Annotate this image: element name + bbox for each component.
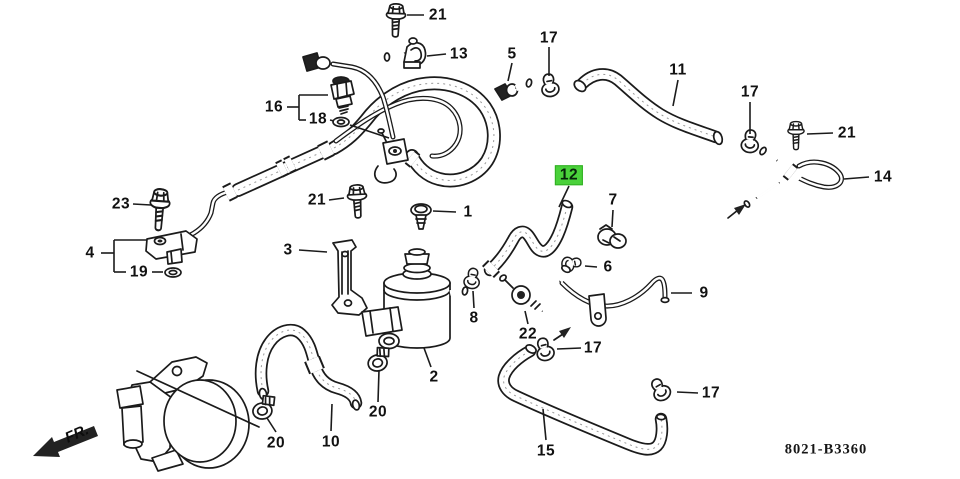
callout-21-c[interactable]: 21	[307, 191, 327, 209]
callout-21-a[interactable]: 21	[428, 6, 448, 24]
feed-hose-assembly	[176, 52, 494, 243]
callout-17-d[interactable]: 17	[701, 384, 721, 402]
hose-11	[573, 74, 724, 146]
callout-19[interactable]: 19	[129, 263, 149, 281]
callout-9[interactable]: 9	[699, 284, 709, 302]
callout-22[interactable]: 22	[518, 325, 538, 343]
joint-22	[499, 274, 544, 313]
bolt-23	[147, 187, 172, 233]
bolt-21-middle	[346, 183, 369, 220]
clamp-8	[462, 266, 483, 291]
callout-20-b[interactable]: 20	[368, 403, 388, 421]
grommet-19	[164, 267, 182, 278]
install-direction-arrow-17	[553, 327, 571, 341]
bracket-4	[145, 230, 198, 265]
leader-lines	[101, 14, 870, 441]
pipe-9	[557, 264, 670, 327]
clamp-20-left	[250, 393, 279, 422]
callout-21-b[interactable]: 21	[837, 124, 857, 142]
clamp-20-right	[364, 344, 394, 374]
reservoir-tank-2	[361, 248, 469, 350]
bracket-13	[383, 37, 427, 69]
washer-18	[332, 116, 350, 128]
callout-17-b[interactable]: 17	[740, 83, 760, 101]
clamp-17-top	[538, 71, 561, 99]
pipe-14	[743, 146, 841, 208]
fitting-5	[494, 78, 533, 101]
callout-7[interactable]: 7	[608, 191, 618, 209]
install-direction-arrow-14	[727, 204, 746, 219]
callout-16[interactable]: 16	[264, 98, 284, 116]
callout-1[interactable]: 1	[463, 203, 473, 221]
callout-5[interactable]: 5	[507, 45, 517, 63]
callout-20-a[interactable]: 20	[266, 434, 286, 452]
callout-23[interactable]: 23	[111, 195, 131, 213]
callout-14[interactable]: 14	[873, 168, 893, 186]
callout-2[interactable]: 2	[429, 368, 439, 386]
callout-17-c[interactable]: 17	[583, 339, 603, 357]
callout-6[interactable]: 6	[603, 258, 613, 276]
clamp-7	[597, 224, 627, 249]
power-steering-pump	[116, 356, 260, 472]
callout-18[interactable]: 18	[308, 110, 328, 128]
callout-10[interactable]: 10	[321, 433, 341, 451]
callout-8[interactable]: 8	[469, 309, 479, 327]
callout-11[interactable]: 11	[669, 61, 687, 79]
callout-12-selected[interactable]: 12	[554, 165, 584, 185]
callout-13[interactable]: 13	[449, 45, 469, 63]
fr-direction-arrow	[33, 426, 98, 457]
bolt-21-right	[787, 120, 805, 151]
pressure-switch-16	[330, 76, 355, 115]
hose-15	[504, 344, 666, 449]
clamp-17-bottom	[646, 374, 674, 405]
clip-1	[410, 203, 432, 230]
callout-3[interactable]: 3	[283, 241, 293, 259]
callout-4[interactable]: 4	[85, 244, 95, 262]
hose-12	[481, 199, 573, 279]
callout-15[interactable]: 15	[536, 442, 556, 460]
bolt-21-top	[384, 2, 407, 39]
callout-17-a[interactable]: 17	[539, 29, 559, 47]
bracket-3	[331, 239, 368, 316]
diagram-code: 8021-B3360	[784, 441, 868, 458]
